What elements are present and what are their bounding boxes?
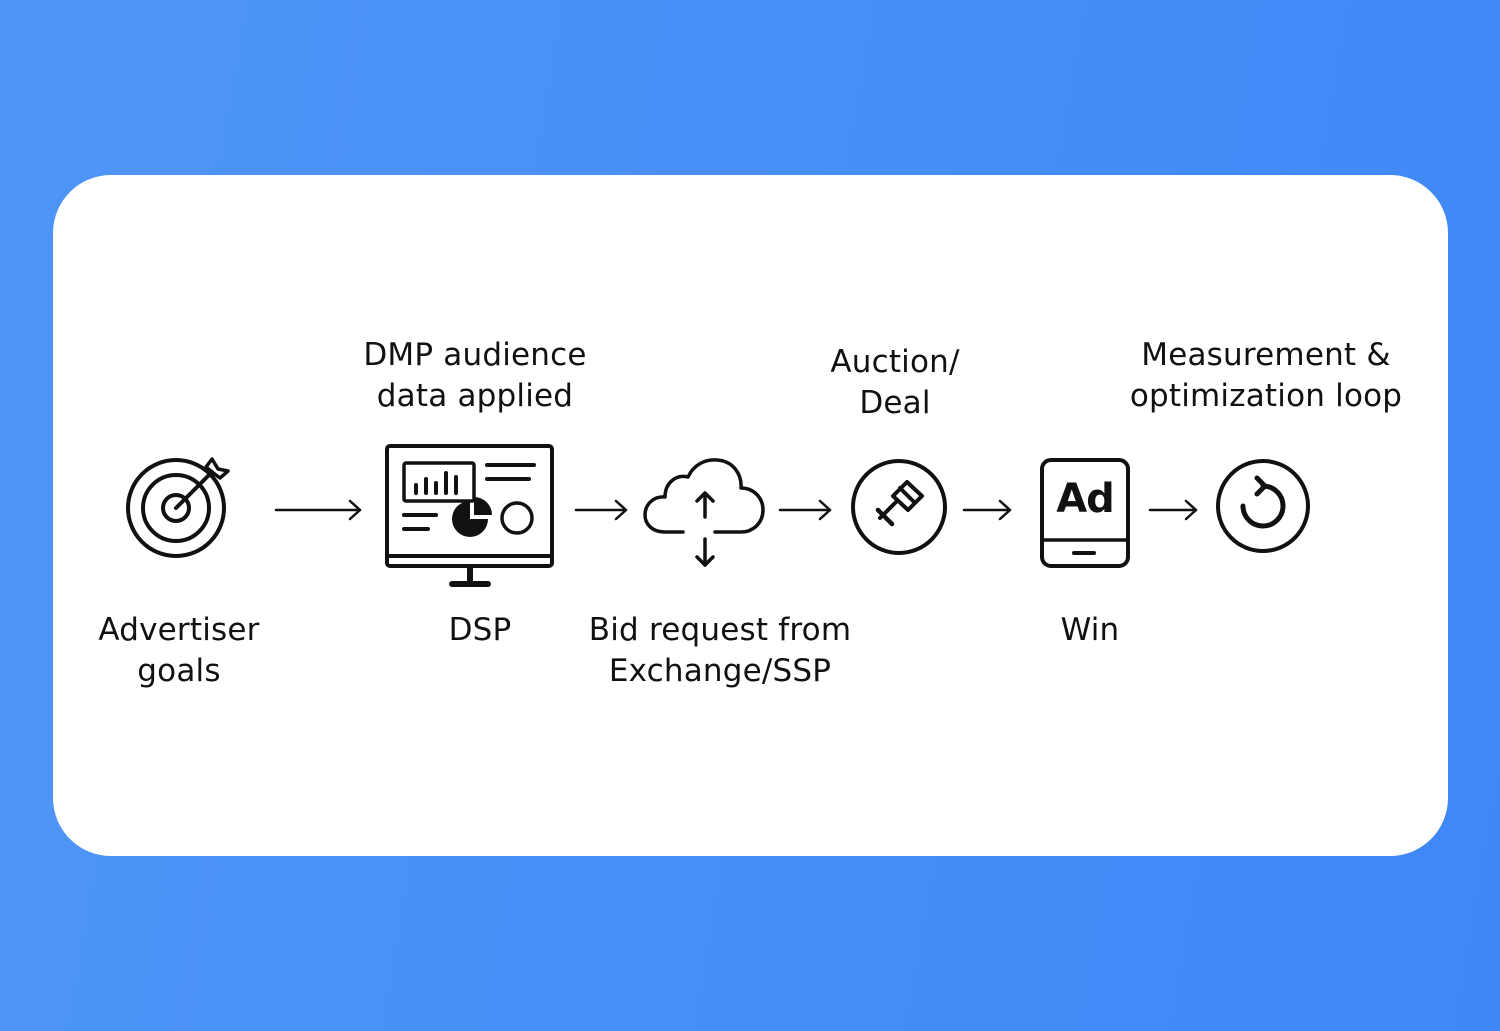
bid-request-label: Bid request from Exchange/SSP xyxy=(588,612,852,689)
gavel-icon xyxy=(850,458,948,556)
measurement-loop-label: Measurement & optimization loop xyxy=(1129,337,1403,414)
target-icon xyxy=(124,455,234,560)
dsp-label: DSP xyxy=(448,612,512,648)
flow-arrow xyxy=(778,498,832,522)
dashboard-monitor-icon xyxy=(384,443,556,595)
cloud-upload-download-icon xyxy=(643,457,765,569)
ad-text: Ad xyxy=(1056,476,1115,522)
advertiser-goals-label: Advertiser goals xyxy=(98,612,260,689)
flow-arrow xyxy=(962,498,1012,522)
flow-arrow xyxy=(574,498,628,522)
auction-deal-label: Auction/ Deal xyxy=(830,344,960,421)
ad-tablet-icon: Ad xyxy=(1040,458,1130,568)
refresh-loop-icon xyxy=(1215,458,1311,554)
win-label: Win xyxy=(1060,612,1120,648)
dmp-audience-label: DMP audience data applied xyxy=(363,337,587,414)
flow-arrow xyxy=(274,498,362,522)
flow-arrow xyxy=(1148,498,1198,522)
diagram-card xyxy=(53,175,1448,856)
